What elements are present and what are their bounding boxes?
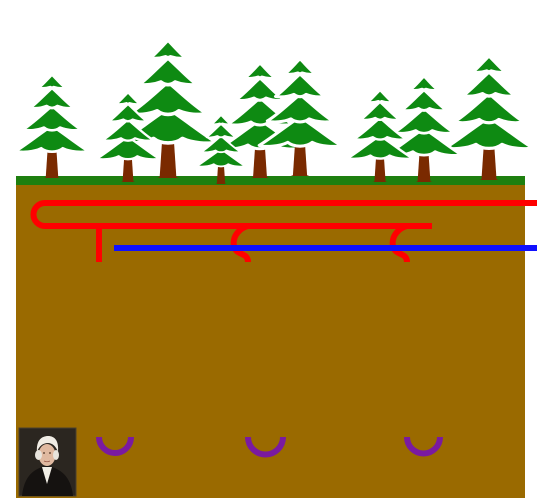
portrait-icon [19,428,76,496]
tree-row [16,40,532,184]
pine-tree-icon [348,90,412,182]
grass-strip [16,176,525,185]
pine-tree-icon [387,76,461,182]
pine-tree-icon [16,74,88,178]
pine-tree-icon [446,56,532,180]
